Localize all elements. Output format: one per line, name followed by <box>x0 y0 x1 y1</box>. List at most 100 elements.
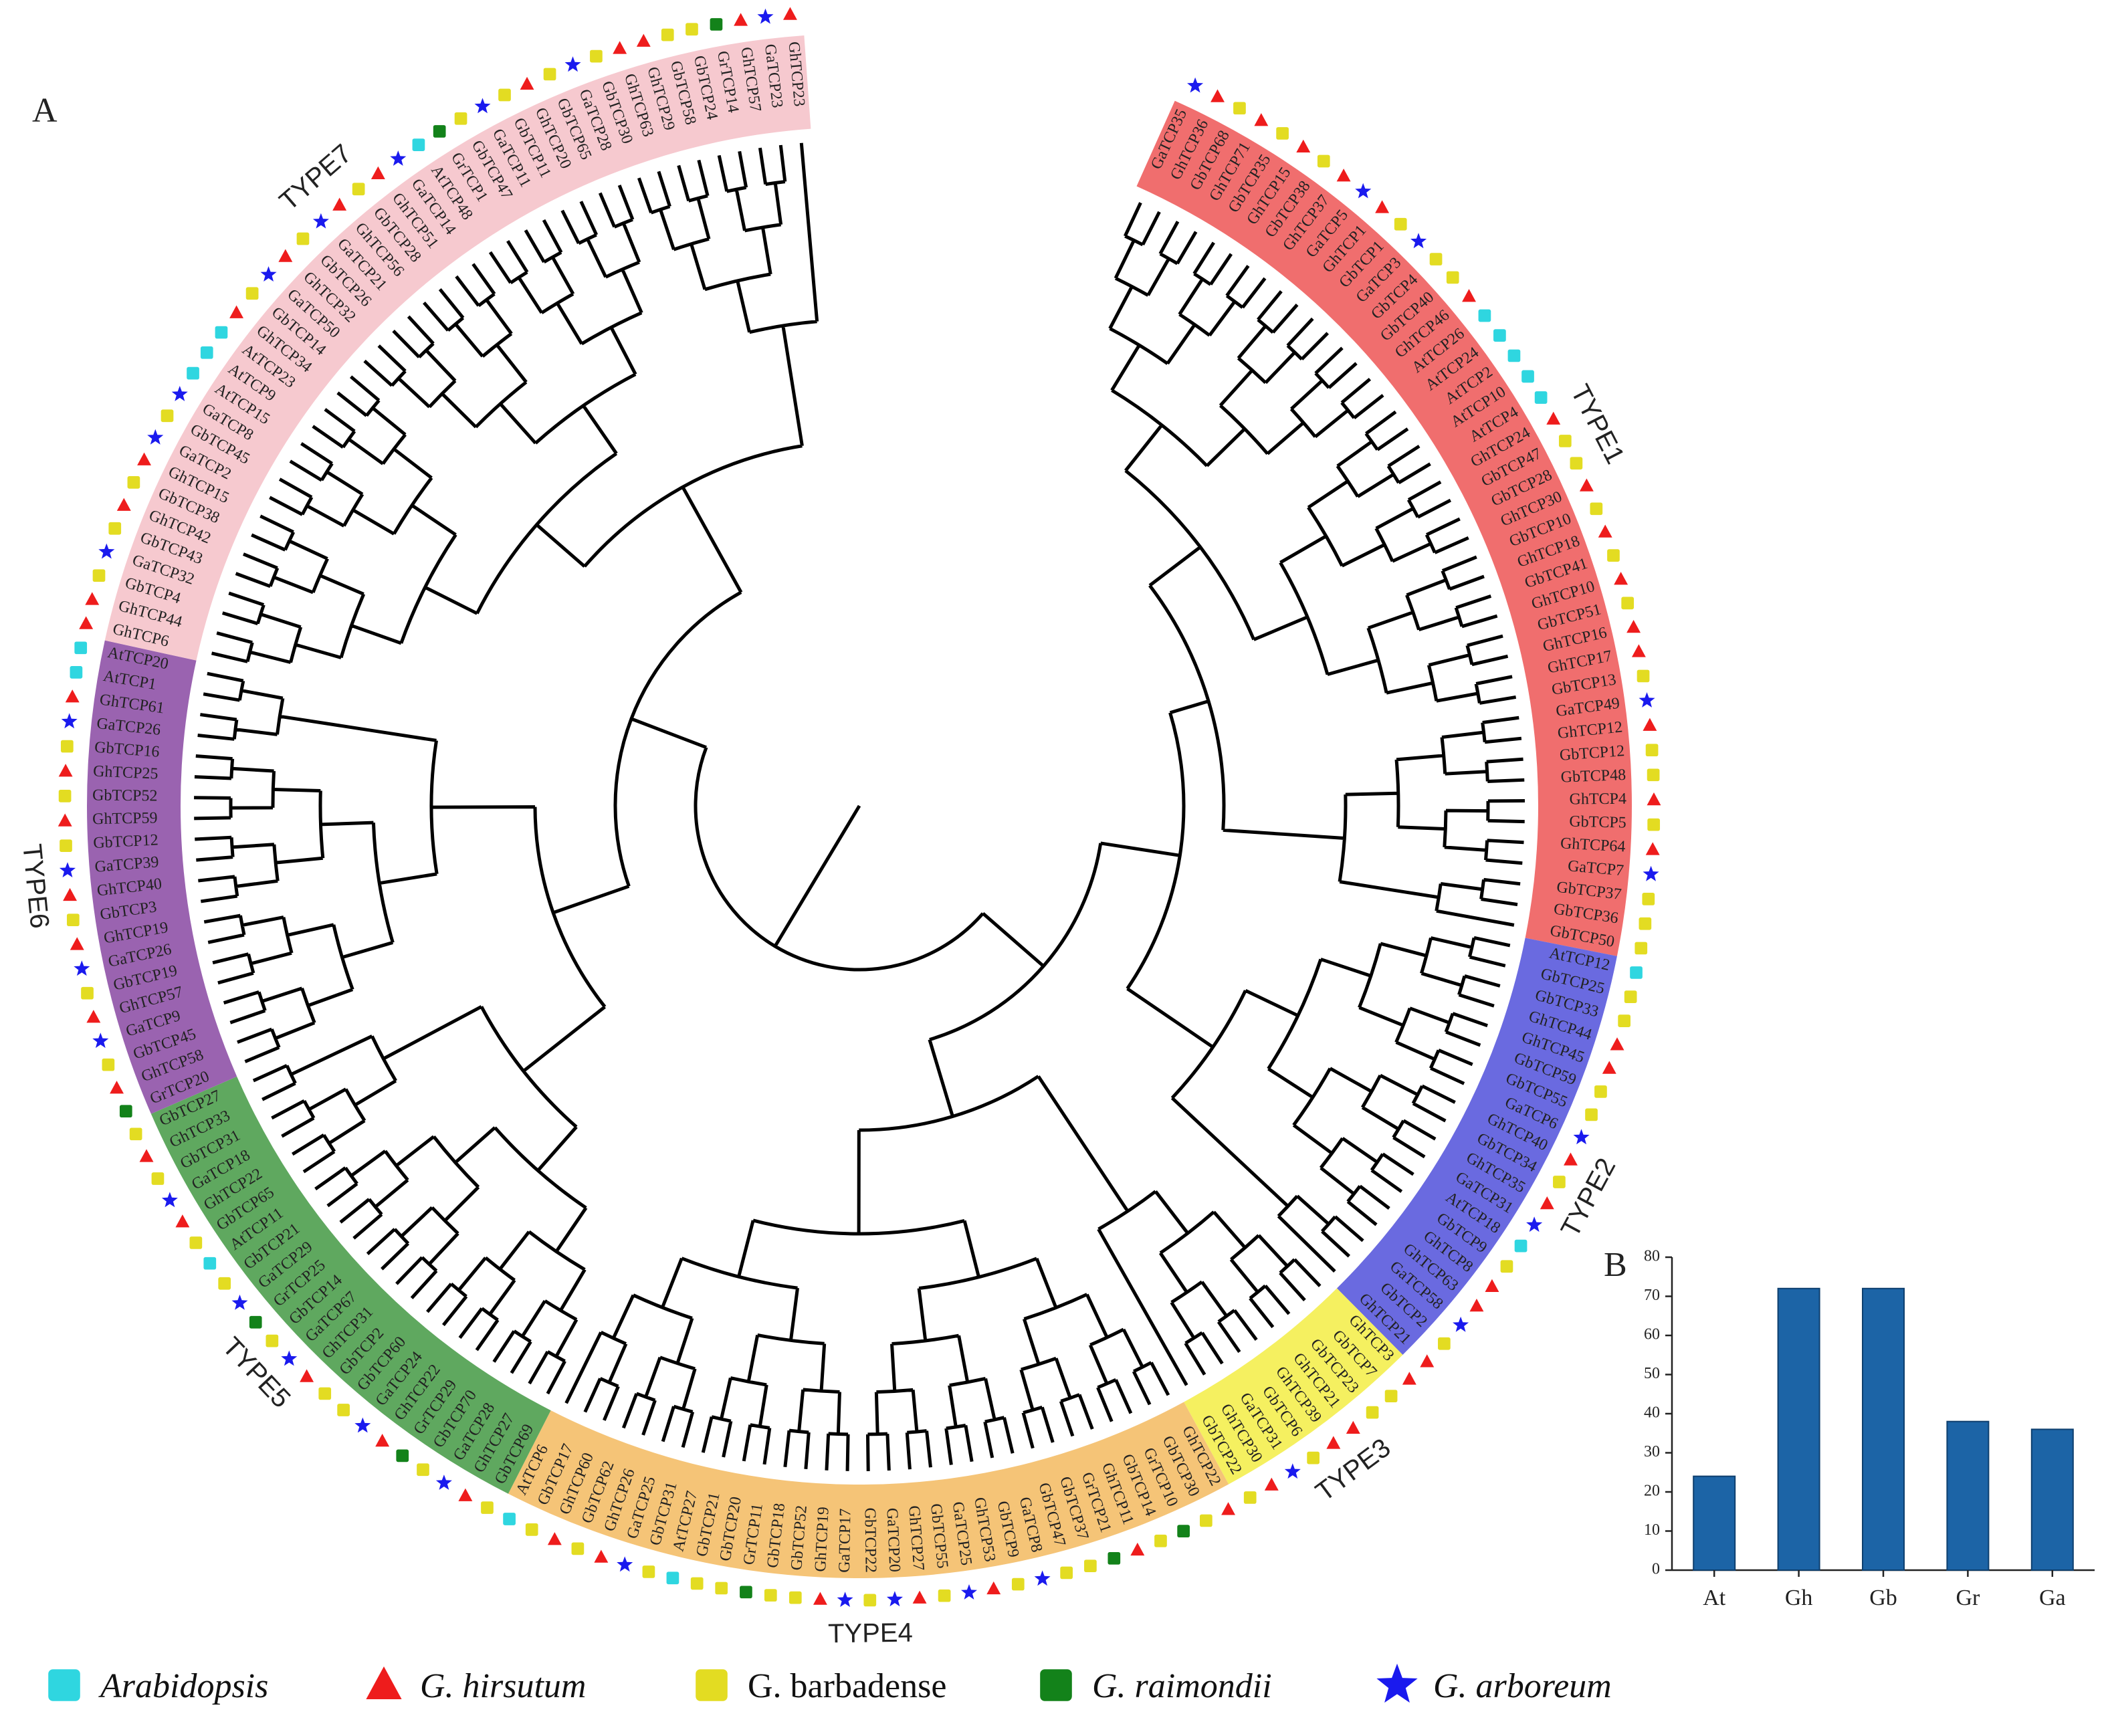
species-marker <box>1307 1451 1320 1464</box>
species-marker <box>474 98 491 114</box>
species-marker <box>503 1513 516 1525</box>
species-marker <box>458 1488 473 1501</box>
species-marker <box>147 429 164 445</box>
species-marker <box>58 813 72 827</box>
species-marker <box>412 138 425 151</box>
clade-label-type2: TYPE2 <box>1556 1154 1622 1242</box>
species-marker <box>886 1591 903 1607</box>
leaf-label: GhTCP64 <box>1560 835 1626 855</box>
species-marker <box>1602 1061 1616 1074</box>
species-marker <box>1276 127 1289 140</box>
species-marker <box>1647 818 1661 831</box>
species-marker <box>266 1334 279 1347</box>
species-marker <box>525 1523 538 1536</box>
species-marker <box>332 197 347 211</box>
species-marker <box>200 346 213 359</box>
species-marker <box>1130 1542 1145 1556</box>
clade-label-type4: TYPE4 <box>828 1618 913 1649</box>
species-marker <box>229 305 244 318</box>
species-marker <box>1645 842 1660 855</box>
clade-band-type1 <box>1136 100 1633 956</box>
species-marker <box>110 1081 124 1094</box>
species-marker <box>642 1565 655 1578</box>
species-marker <box>1558 435 1572 447</box>
species-marker <box>1645 744 1659 757</box>
species-marker <box>710 18 723 31</box>
species-marker <box>1553 1176 1566 1188</box>
x-tick-label: Gb <box>1869 1586 1897 1610</box>
bars <box>1693 1287 2074 1571</box>
species-marker <box>65 689 80 703</box>
species-marker <box>1060 1566 1073 1580</box>
species-marker <box>617 1556 633 1572</box>
species-marker <box>1594 1085 1607 1098</box>
species-marker <box>1639 917 1652 930</box>
bar-ga <box>2030 1428 2074 1571</box>
species-marker <box>60 740 74 753</box>
species-marker <box>151 1172 165 1185</box>
species-marker <box>390 150 407 166</box>
species-marker <box>1507 349 1521 362</box>
species-marker <box>1635 942 1648 955</box>
species-marker <box>116 498 131 511</box>
arboreum-legend-icon <box>1376 1663 1418 1703</box>
species-marker <box>1564 1152 1578 1166</box>
species-marker <box>1639 692 1655 708</box>
species-marker <box>81 986 94 1000</box>
species-marker <box>1284 1463 1301 1479</box>
leaf-label: GbTCP22 <box>861 1507 879 1573</box>
species-marker <box>1011 1578 1025 1591</box>
bar-at <box>1693 1475 1736 1571</box>
species-marker <box>1243 1491 1257 1504</box>
species-marker <box>281 1350 298 1366</box>
species-marker <box>1526 1216 1543 1232</box>
species-marker <box>1590 502 1603 516</box>
species-marker <box>417 1463 429 1477</box>
clade-band-type2 <box>1336 938 1617 1355</box>
x-tick-label: Ga <box>2039 1586 2066 1610</box>
species-marker <box>1355 183 1372 199</box>
species-marker <box>757 8 774 24</box>
clade-band-type3 <box>1184 1288 1403 1485</box>
species-marker <box>1630 966 1643 979</box>
y-tick-label: 0 <box>1652 1561 1660 1578</box>
legend-label-barbadense: G. barbadense <box>748 1667 946 1705</box>
species-marker <box>60 839 72 853</box>
species-marker <box>61 713 78 729</box>
bar-gb <box>1862 1287 1905 1571</box>
bar-gr <box>1946 1420 1990 1571</box>
species-marker <box>1402 1372 1416 1385</box>
species-marker <box>571 1542 585 1555</box>
species-marker <box>1643 718 1657 731</box>
panel-a-letter: A <box>32 92 58 130</box>
species-marker <box>1084 1559 1097 1573</box>
species-marker <box>1647 768 1660 782</box>
leaf-label: GhTCP25 <box>93 762 159 782</box>
leaf-label: GaTCP17 <box>836 1509 855 1573</box>
species-marker <box>1420 1354 1435 1368</box>
species-marker <box>175 1214 190 1228</box>
species-marker <box>92 569 106 582</box>
clade-band-type5 <box>150 1076 551 1494</box>
species-marker <box>108 522 122 535</box>
species-marker <box>1317 154 1330 168</box>
leaf-label: GhTCP59 <box>92 809 158 828</box>
species-marker <box>863 1594 877 1607</box>
species-marker <box>613 41 627 54</box>
species-marker <box>260 266 277 282</box>
species-marker <box>203 1257 217 1270</box>
phylogenetic-tree: GaTCP35GhTCP36GbTCP68GhTCP71GbTCP35GhTCP… <box>17 7 1661 1649</box>
species-marker <box>215 326 228 339</box>
species-marker <box>1573 1129 1590 1145</box>
legend-label-hirsutum: G. hirsutum <box>420 1667 586 1705</box>
species-marker <box>543 68 556 81</box>
species-marker <box>79 616 94 629</box>
leaf-label: GbTCP12 <box>93 831 159 852</box>
species-marker <box>1462 289 1476 302</box>
species-marker <box>1514 1239 1528 1253</box>
species-marker <box>1453 1316 1469 1332</box>
